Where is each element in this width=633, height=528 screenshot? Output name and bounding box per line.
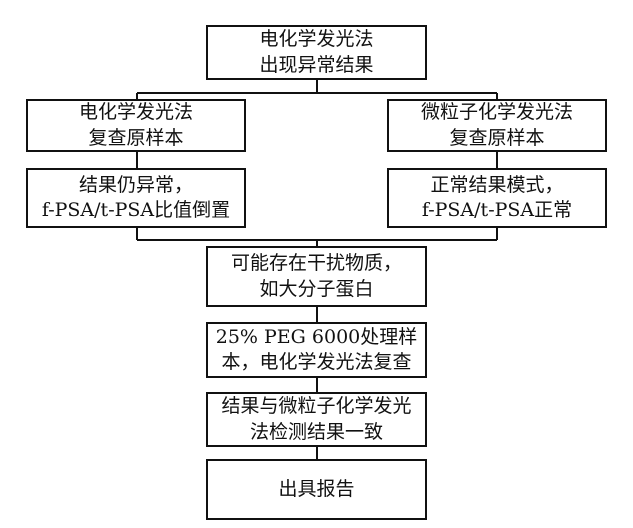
node-peg-treatment-line-1: 25% PEG 6000处理样 — [215, 325, 418, 348]
node-cmia-result-line-2: f-PSA/t-PSA正常 — [421, 199, 573, 221]
node-cmia-result-line-1: 正常结果模式， — [430, 173, 564, 196]
node-ecl-result-line-1: 结果仍异常， — [78, 173, 193, 196]
node-peg-treatment: 25% PEG 6000处理样 本，电化学发光法复查 — [206, 322, 427, 378]
node-ecl-recheck-line-2: 复查原样本 — [88, 126, 184, 149]
node-cmia-recheck-line-1: 微粒子化学发光法 — [420, 101, 573, 124]
node-ecl-result: 结果仍异常， f-PSA/t-PSA比值倒置 — [26, 168, 246, 228]
node-ecl-recheck: 电化学发光法 复查原样本 — [26, 99, 246, 152]
node-ecl-recheck-line-1: 电化学发光法 — [78, 101, 193, 124]
node-start-line-1: 电化学发光法 — [259, 28, 374, 51]
node-cmia-result: 正常结果模式， f-PSA/t-PSA正常 — [387, 168, 607, 228]
node-cmia-recheck: 微粒子化学发光法 复查原样本 — [387, 99, 607, 152]
node-interference-line-2: 如大分子蛋白 — [259, 277, 374, 300]
node-interference: 可能存在干扰物质， 如大分子蛋白 — [206, 246, 427, 307]
node-start: 电化学发光法 出现异常结果 — [206, 25, 427, 80]
node-report-line-1: 出具报告 — [278, 477, 355, 500]
node-start-line-2: 出现异常结果 — [259, 53, 374, 76]
node-consistent-line-2: 法检测结果一致 — [249, 420, 383, 443]
node-cmia-recheck-line-2: 复查原样本 — [449, 126, 545, 149]
node-peg-treatment-line-2: 本，电化学发光法复查 — [221, 351, 412, 373]
node-interference-line-1: 可能存在干扰物质， — [230, 252, 402, 275]
node-ecl-result-line-2: f-PSA/t-PSA比值倒置 — [41, 199, 231, 221]
node-consistent-line-1: 结果与微粒子化学发光 — [221, 395, 412, 418]
node-consistent: 结果与微粒子化学发光 法检测结果一致 — [206, 392, 427, 447]
node-report: 出具报告 — [206, 459, 427, 520]
